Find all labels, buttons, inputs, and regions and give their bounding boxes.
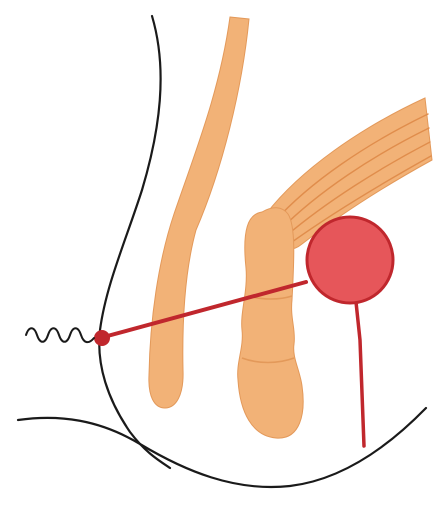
- red-dot-icon: [94, 330, 110, 346]
- wavy-line-icon: [26, 328, 94, 342]
- motor-nerve-line: [356, 302, 364, 446]
- segmented-structure: [238, 208, 303, 438]
- slender-structure: [149, 17, 249, 408]
- ganglion-circle: [307, 217, 393, 303]
